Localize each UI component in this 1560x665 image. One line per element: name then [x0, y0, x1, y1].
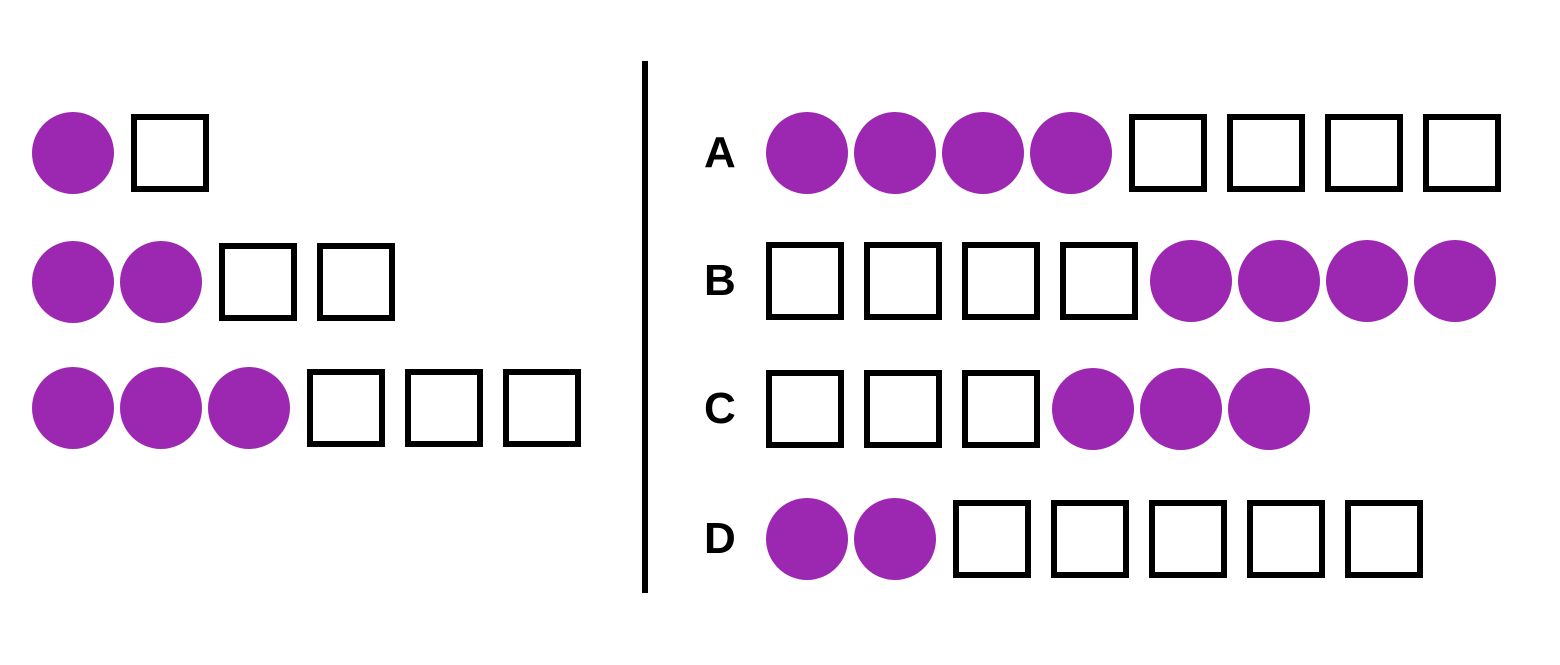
- square-shape: [864, 370, 942, 448]
- option-label-c: C: [704, 384, 736, 433]
- option-label-a: A: [704, 128, 736, 177]
- circle-shape: [32, 367, 114, 449]
- circle-shape: [120, 367, 202, 449]
- square-shape: [503, 369, 581, 447]
- square-shape: [1051, 500, 1129, 578]
- circle-shape: [120, 241, 202, 323]
- square-shape: [864, 242, 942, 320]
- circle-shape: [1052, 368, 1134, 450]
- square-shape: [307, 369, 385, 447]
- square-shape: [1247, 500, 1325, 578]
- vertical-divider: [642, 61, 648, 593]
- pattern-row-1: [32, 112, 209, 194]
- circle-shape: [854, 112, 936, 194]
- option-shapes-c: [766, 368, 1310, 450]
- square-shape: [219, 243, 297, 321]
- square-shape: [1345, 500, 1423, 578]
- circle-shape: [766, 498, 848, 580]
- circle-shape: [766, 112, 848, 194]
- circle-shape: [1228, 368, 1310, 450]
- square-shape: [1060, 242, 1138, 320]
- circle-shape: [854, 498, 936, 580]
- option-row-c[interactable]: C: [700, 368, 1310, 450]
- square-shape: [1423, 114, 1501, 192]
- square-shape: [317, 243, 395, 321]
- pattern-row-2: [32, 241, 395, 323]
- option-label-b: B: [704, 256, 736, 305]
- square-shape: [1227, 114, 1305, 192]
- square-shape: [962, 242, 1040, 320]
- option-row-a[interactable]: A: [700, 112, 1501, 194]
- square-shape: [953, 500, 1031, 578]
- pattern-row-3: [32, 367, 581, 449]
- circle-shape: [1030, 112, 1112, 194]
- option-shapes-d: [766, 498, 1423, 580]
- circle-shape: [1326, 240, 1408, 322]
- option-row-d[interactable]: D: [700, 498, 1423, 580]
- square-shape: [962, 370, 1040, 448]
- square-shape: [1325, 114, 1403, 192]
- circle-shape: [208, 367, 290, 449]
- circle-shape: [1140, 368, 1222, 450]
- option-shapes-b: [766, 240, 1496, 322]
- circle-shape: [1150, 240, 1232, 322]
- option-label-d: D: [704, 514, 736, 563]
- square-shape: [1129, 114, 1207, 192]
- option-row-b[interactable]: B: [700, 240, 1496, 322]
- square-shape: [766, 242, 844, 320]
- square-shape: [1149, 500, 1227, 578]
- circle-shape: [32, 112, 114, 194]
- square-shape: [766, 370, 844, 448]
- square-shape: [405, 369, 483, 447]
- circle-shape: [32, 241, 114, 323]
- circle-shape: [942, 112, 1024, 194]
- circle-shape: [1238, 240, 1320, 322]
- option-shapes-a: [766, 112, 1501, 194]
- circle-shape: [1414, 240, 1496, 322]
- square-shape: [131, 114, 209, 192]
